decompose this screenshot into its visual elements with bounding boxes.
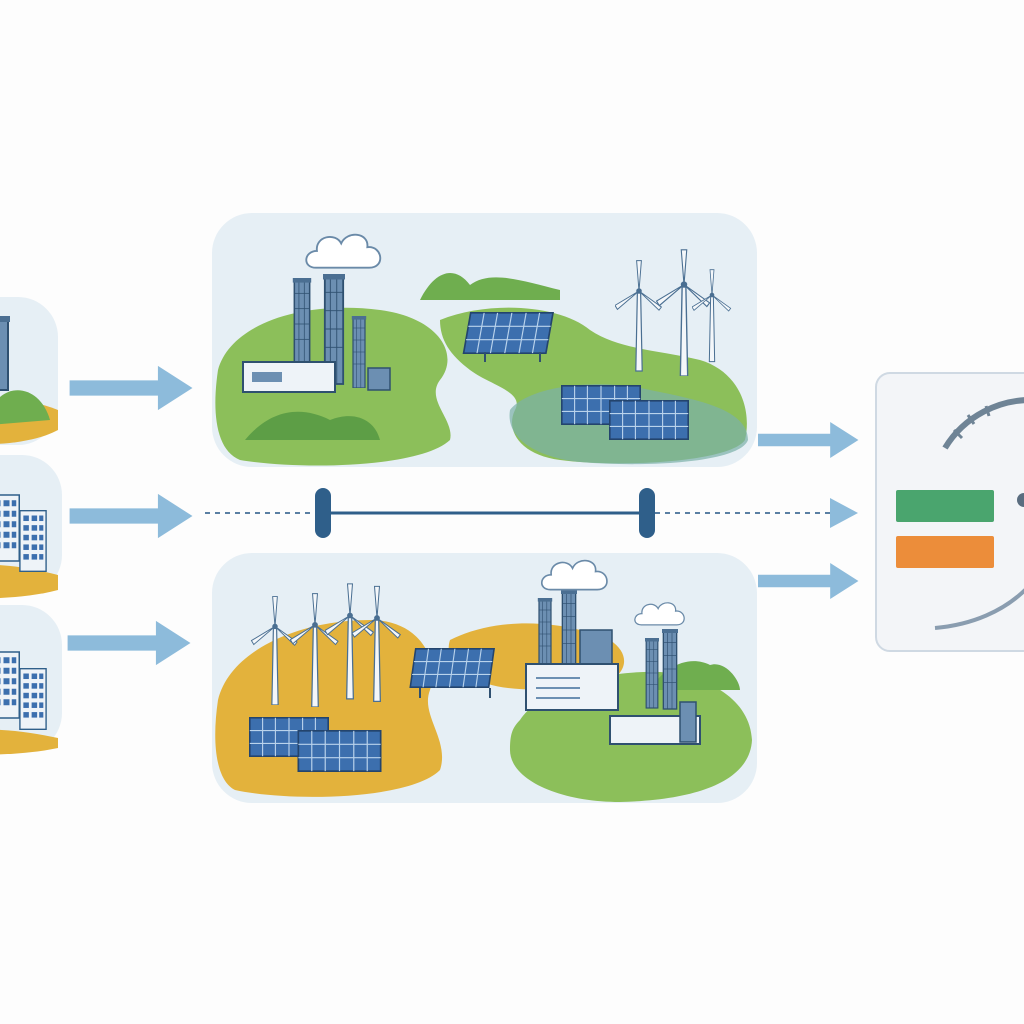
hill-icon <box>420 273 560 300</box>
solar-panel-icon <box>409 648 496 698</box>
source-card-middle <box>0 455 62 598</box>
gauge-dashboard-card <box>875 372 1024 652</box>
status-bar-green <box>896 490 994 522</box>
source-card-top <box>0 297 58 445</box>
gauge-marker-icon <box>1017 493 1024 507</box>
factory-icon <box>242 273 391 393</box>
flow-arrow-icon <box>67 620 191 666</box>
source-card-bottom <box>0 605 62 755</box>
gauge-icon <box>934 397 1024 630</box>
factory-icon <box>525 590 619 711</box>
power-plant-icon <box>0 316 10 391</box>
flow-arrow-icon <box>69 365 193 411</box>
scenario-panel-bottom <box>212 553 757 803</box>
flow-arrow-icon <box>69 493 193 539</box>
hill-icon <box>245 411 380 440</box>
flow-arrow-icon <box>758 562 859 600</box>
status-bar-orange <box>896 536 994 568</box>
flow-arrow-icon <box>758 421 859 459</box>
comparison-connector <box>205 488 858 538</box>
solar-panel-icon <box>462 312 555 362</box>
scenario-panel-top <box>212 213 757 467</box>
smokestack-icon <box>609 628 701 745</box>
